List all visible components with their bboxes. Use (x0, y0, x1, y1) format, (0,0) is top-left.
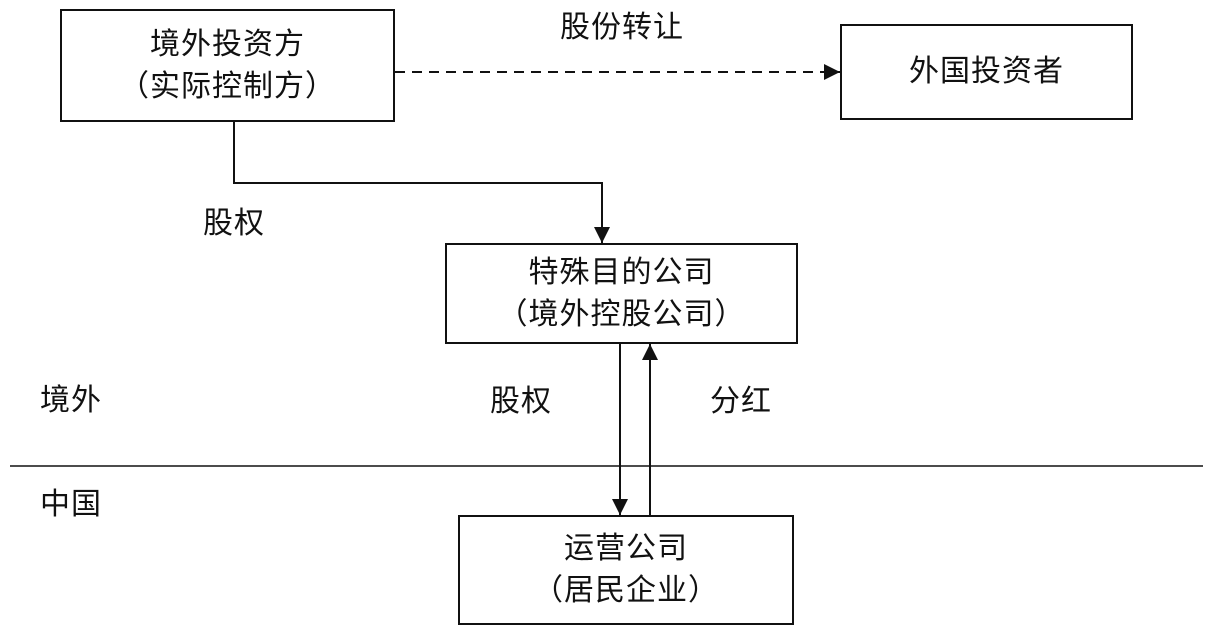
equity-label-middle: 股权 (490, 384, 552, 419)
special-purpose-company-box: 特殊目的公司 （境外控股公司） (445, 243, 798, 344)
operating-company-title: 运营公司 (564, 531, 688, 566)
offshore-investor-subtitle: （实际控制方） (119, 68, 336, 104)
offshore-region-label: 境外 (40, 383, 102, 418)
operating-company-subtitle: （居民企业） (533, 573, 719, 608)
equity-label-top: 股权 (203, 206, 265, 241)
foreign-investor-title: 外国投资者 (909, 54, 1064, 89)
china-region-label: 中国 (40, 487, 102, 522)
spv-subtitle: （境外控股公司） (497, 296, 746, 332)
offshore-investor-title: 境外投资方 (150, 26, 305, 62)
share-transfer-label: 股份转让 (560, 10, 684, 45)
spv-title: 特殊目的公司 (528, 254, 715, 290)
offshore-investor-box: 境外投资方 （实际控制方） (60, 9, 395, 122)
foreign-investor-box: 外国投资者 (840, 24, 1133, 120)
operating-company-box: 运营公司 （居民企业） (458, 515, 794, 625)
equity-arrow-investor-to-spv (233, 122, 610, 243)
dividend-label: 分红 (710, 384, 772, 419)
